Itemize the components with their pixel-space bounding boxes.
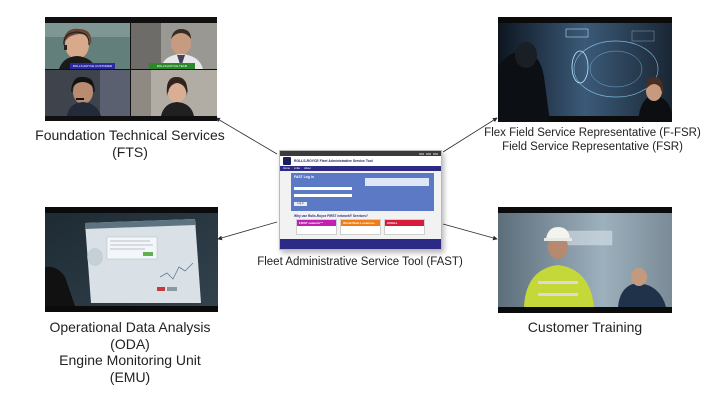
fast-login-panel: FAST Log in Log in: [291, 173, 434, 211]
nav-links[interactable]: Links: [293, 167, 300, 170]
arrow-to-training: [442, 223, 498, 241]
fast-footer: [280, 239, 441, 249]
card-label-world-wide: World Wide Locations: [341, 220, 380, 226]
data-dashboard-image: [45, 207, 218, 312]
login-info-box: [365, 178, 429, 186]
ffsr-video-thumbnail[interactable]: [498, 17, 672, 122]
fast-portal-title: ROLLS-ROYCE Fleet Administrative Service…: [294, 159, 373, 163]
why-heading: Why use Rolls-Royce FIRST network® Servi…: [294, 214, 368, 218]
card-first-network[interactable]: FIRST network™: [296, 219, 337, 235]
oda-video-thumbnail[interactable]: [45, 207, 218, 312]
username-field[interactable]: [294, 187, 352, 190]
fast-caption-line-1: Fleet Administrative Service Tool (FAST): [257, 256, 463, 268]
nav-home[interactable]: Home: [283, 167, 290, 170]
arrow-to-oda: [217, 221, 278, 241]
login-button[interactable]: Log in: [294, 202, 307, 206]
technician-image: [498, 207, 672, 313]
ffsr-caption-line-2: Field Service Representative (FSR): [502, 140, 683, 153]
fts-video-cell-1: ROLLS-ROYCE CUSTOMER: [45, 23, 130, 69]
fast-header: ROLLS-ROYCE Fleet Administrative Service…: [280, 156, 441, 166]
fts-video-cell-2: ROLLS-ROYCE TEAM: [131, 23, 217, 69]
training-video-thumbnail[interactable]: [498, 207, 672, 313]
card-aviall[interactable]: AVIALL: [384, 219, 425, 235]
login-title: FAST Log in: [294, 175, 314, 179]
password-field[interactable]: [294, 194, 352, 197]
oda-caption: Operational Data Analysis (ODA) Engine M…: [30, 319, 230, 385]
nav-about[interactable]: About: [303, 167, 311, 170]
fts-video-cell-3: [45, 70, 130, 116]
fts-caption-line-1: Foundation Technical Services: [35, 127, 225, 143]
arrow-to-fts: [215, 117, 278, 155]
card-label-aviall: AVIALL: [385, 220, 424, 226]
ffsr-caption: Flex Field Service Representative (F-FSR…: [470, 127, 715, 154]
oda-caption-line-3: Engine Monitoring Unit: [59, 352, 201, 369]
fast-portal-screenshot[interactable]: ROLLS-ROYCE Fleet Administrative Service…: [279, 150, 442, 250]
training-caption-line-1: Customer Training: [527, 319, 643, 335]
fast-caption: Fleet Administrative Service Tool (FAST): [240, 256, 480, 270]
card-world-wide[interactable]: World Wide Locations: [340, 219, 381, 235]
man-portrait-image: [131, 23, 217, 69]
fts-video-thumbnail[interactable]: ROLLS-ROYCE CUSTOMER ROLLS-ROYCE TEAM: [45, 17, 217, 121]
oda-caption-line-2: (ODA): [110, 335, 150, 352]
name-tag-1: ROLLS-ROYCE CUSTOMER: [70, 63, 115, 69]
card-label-first-network: FIRST network™: [297, 220, 336, 226]
oda-caption-line-4: (EMU): [109, 368, 151, 385]
fast-nav: Home Links About: [280, 166, 441, 171]
name-tag-2: ROLLS-ROYCE TEAM: [149, 63, 195, 69]
fts-video-cell-4: [131, 70, 217, 116]
woman-agent-image: [131, 70, 217, 116]
arrow-to-ffsr: [442, 117, 498, 153]
oda-caption-line-1: Operational Data Analysis: [49, 319, 211, 335]
rolls-royce-logo-icon: [283, 157, 291, 165]
browser-bar: [280, 151, 441, 156]
ffsr-caption-line-1: Flex Field Service Representative (F-FSR…: [484, 127, 701, 139]
fts-caption-line-2: (FTS): [112, 143, 148, 160]
man-headset-image: [45, 70, 130, 116]
training-caption: Customer Training: [480, 319, 690, 336]
fts-caption: Foundation Technical Services (FTS): [30, 127, 230, 160]
engine-hologram-image: [498, 17, 672, 122]
